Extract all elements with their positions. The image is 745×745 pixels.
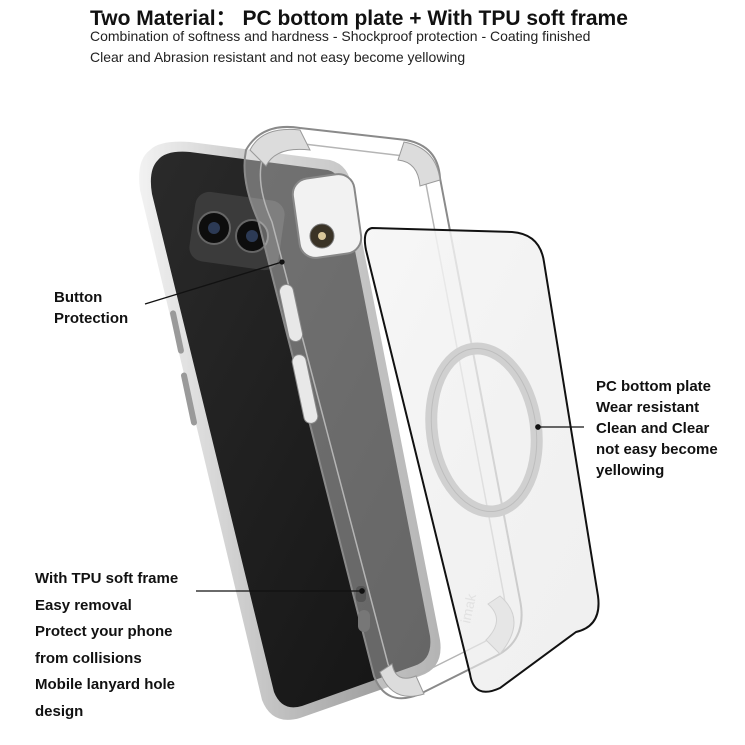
callout-text: yellowing [596,462,665,479]
corner-bumper [379,663,425,697]
camera-bar [189,191,285,271]
callout-text: PC bottom plate [596,378,711,395]
callout-text: With TPU soft frame [35,570,179,587]
callout-text: from collisions [35,649,142,667]
callout-text: Easy removal [35,596,132,614]
side-button [181,372,197,426]
callout-text: design [35,702,84,720]
leader-button [144,261,283,305]
subtitle-line-1: Combination of softness and hardness - S… [90,28,591,44]
callout-lines [144,259,584,594]
corner-bumper [397,141,441,187]
callout-tpu-frame: With TPU soft frame Easy removal Protect… [35,566,178,725]
callout-text: Protect your phone [35,623,173,640]
callout-text: Mobile lanyard hole [35,676,176,693]
callout-pc-plate: PC bottom plate Wear resistant Clean and… [596,376,718,481]
callout-text: Button [54,289,103,306]
callout-text: Wear resistant [596,399,700,416]
subtitle-line-2: Clear and Abrasion resistant and not eas… [90,49,466,65]
page-title: Two Material： PC bottom plate + With TPU… [90,7,628,30]
corner-bumper [249,128,311,167]
callout-text: Protection [54,310,129,327]
lanyard-hole [358,610,370,632]
callout-text: not easy become [596,441,718,458]
pc-bottom-plate [363,226,600,693]
callout-button-protection: Button Protection [54,287,128,329]
plate-outline [363,226,600,693]
callout-text: Clean and Clear [596,420,710,437]
side-button [170,310,184,354]
phone-back [150,151,431,708]
button-cover [278,283,304,343]
button-cover [291,354,319,424]
